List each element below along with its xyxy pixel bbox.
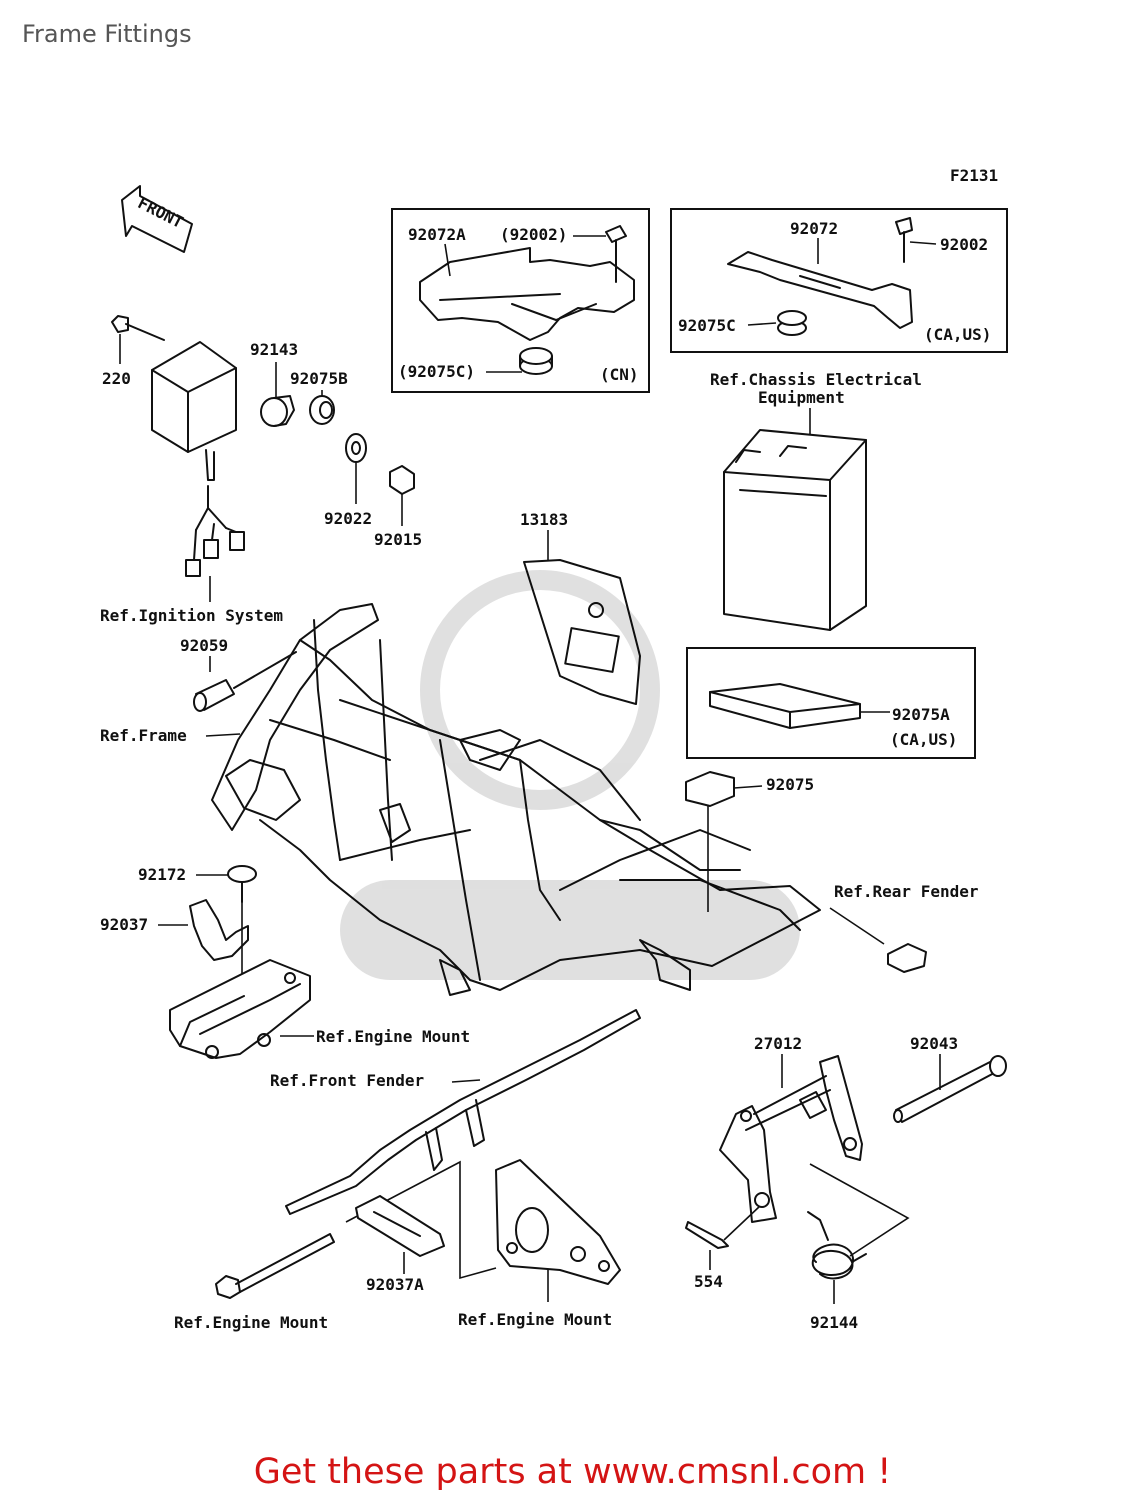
bolt-engine-mount [215, 1233, 335, 1299]
ca-us-variant-box [670, 208, 1008, 353]
front-fender-stay [285, 1009, 641, 1215]
bracket-92072A [419, 247, 635, 341]
label-92002-paren: (92002) [500, 225, 567, 244]
label-92075A: 92075A [892, 705, 950, 724]
engine-mount-plate-2 [495, 1159, 621, 1285]
label-27012: 27012 [754, 1034, 802, 1053]
damper-92075C [777, 310, 807, 336]
plate-92037A [355, 1195, 445, 1257]
label-92037: 92037 [100, 915, 148, 934]
label-ref-front-fender: Ref.Front Fender [270, 1071, 424, 1090]
label-ca-us-2: (CA,US) [890, 730, 957, 749]
grommet-92075B [309, 395, 335, 425]
label-92075: 92075 [766, 775, 814, 794]
label-ref-chassis-1: Ref.Chassis Electrical [710, 370, 922, 389]
label-554: 554 [694, 1272, 723, 1291]
label-92015: 92015 [374, 530, 422, 549]
bolt-220 [111, 315, 165, 341]
label-92072A: 92072A [408, 225, 466, 244]
front-arrow-icon: FRONT [121, 185, 193, 253]
label-92043: 92043 [910, 1034, 958, 1053]
cn-variant-box [391, 208, 650, 393]
pedal-27012 [719, 1055, 863, 1223]
spring-92144 [807, 1211, 867, 1280]
label-ref-engine-mount-1: Ref.Engine Mount [316, 1027, 470, 1046]
ignition-unit-92143-mount [151, 341, 237, 481]
label-92037A: 92037A [366, 1275, 424, 1294]
label-92172: 92172 [138, 865, 186, 884]
label-ref-rear-fender: Ref.Rear Fender [834, 882, 979, 901]
label-92144: 92144 [810, 1313, 858, 1332]
bracket-92072 [727, 251, 913, 329]
figure-code: F2131 [950, 166, 998, 185]
ignition-connector [185, 485, 245, 577]
pad-92075 [685, 771, 735, 807]
footer-banner[interactable]: Get these parts at www.cmsnl.com ! [253, 1452, 892, 1492]
cotter-pin-554 [685, 1221, 729, 1249]
battery-icon [723, 429, 867, 631]
damper-92075C-cn [519, 347, 553, 375]
label-92072: 92072 [790, 219, 838, 238]
label-ref-frame: Ref.Frame [100, 726, 187, 745]
label-92002: 92002 [940, 235, 988, 254]
clamp-92037 [189, 899, 249, 1010]
label-220: 220 [102, 369, 131, 388]
label-92143: 92143 [250, 340, 298, 359]
label-ref-engine-mount-3: Ref.Engine Mount [458, 1310, 612, 1329]
label-ref-engine-mount-2: Ref.Engine Mount [174, 1313, 328, 1332]
label-cn: (CN) [600, 365, 639, 384]
nut-92015 [389, 465, 415, 495]
frame-illustration [211, 603, 821, 996]
label-13183: 13183 [520, 510, 568, 529]
label-ca-us-1: (CA,US) [924, 325, 991, 344]
bolt-92002-cn [605, 225, 627, 283]
label-92022: 92022 [324, 509, 372, 528]
ca-us-pad-box [686, 647, 976, 759]
pad-92075A [709, 683, 861, 729]
label-92075B: 92075B [290, 369, 348, 388]
cap-92059 [193, 651, 297, 712]
bolt-92002 [895, 217, 913, 263]
engine-mount-plate-1 [169, 959, 311, 1059]
label-92059: 92059 [180, 636, 228, 655]
label-ref-ignition: Ref.Ignition System [100, 606, 283, 625]
label-ref-chassis-2: Equipment [758, 388, 845, 407]
pin-92043 [893, 1055, 1007, 1123]
label-92075C-paren: (92075C) [398, 362, 475, 381]
pad-rear-fender [887, 943, 927, 973]
page-title: Frame Fittings [22, 20, 192, 48]
washer-92022 [345, 433, 367, 463]
cover-13183 [523, 559, 641, 705]
collar-92143 [260, 395, 295, 427]
bolt-92172 [227, 865, 257, 903]
watermark-logo [340, 570, 800, 980]
label-92075C: 92075C [678, 316, 736, 335]
